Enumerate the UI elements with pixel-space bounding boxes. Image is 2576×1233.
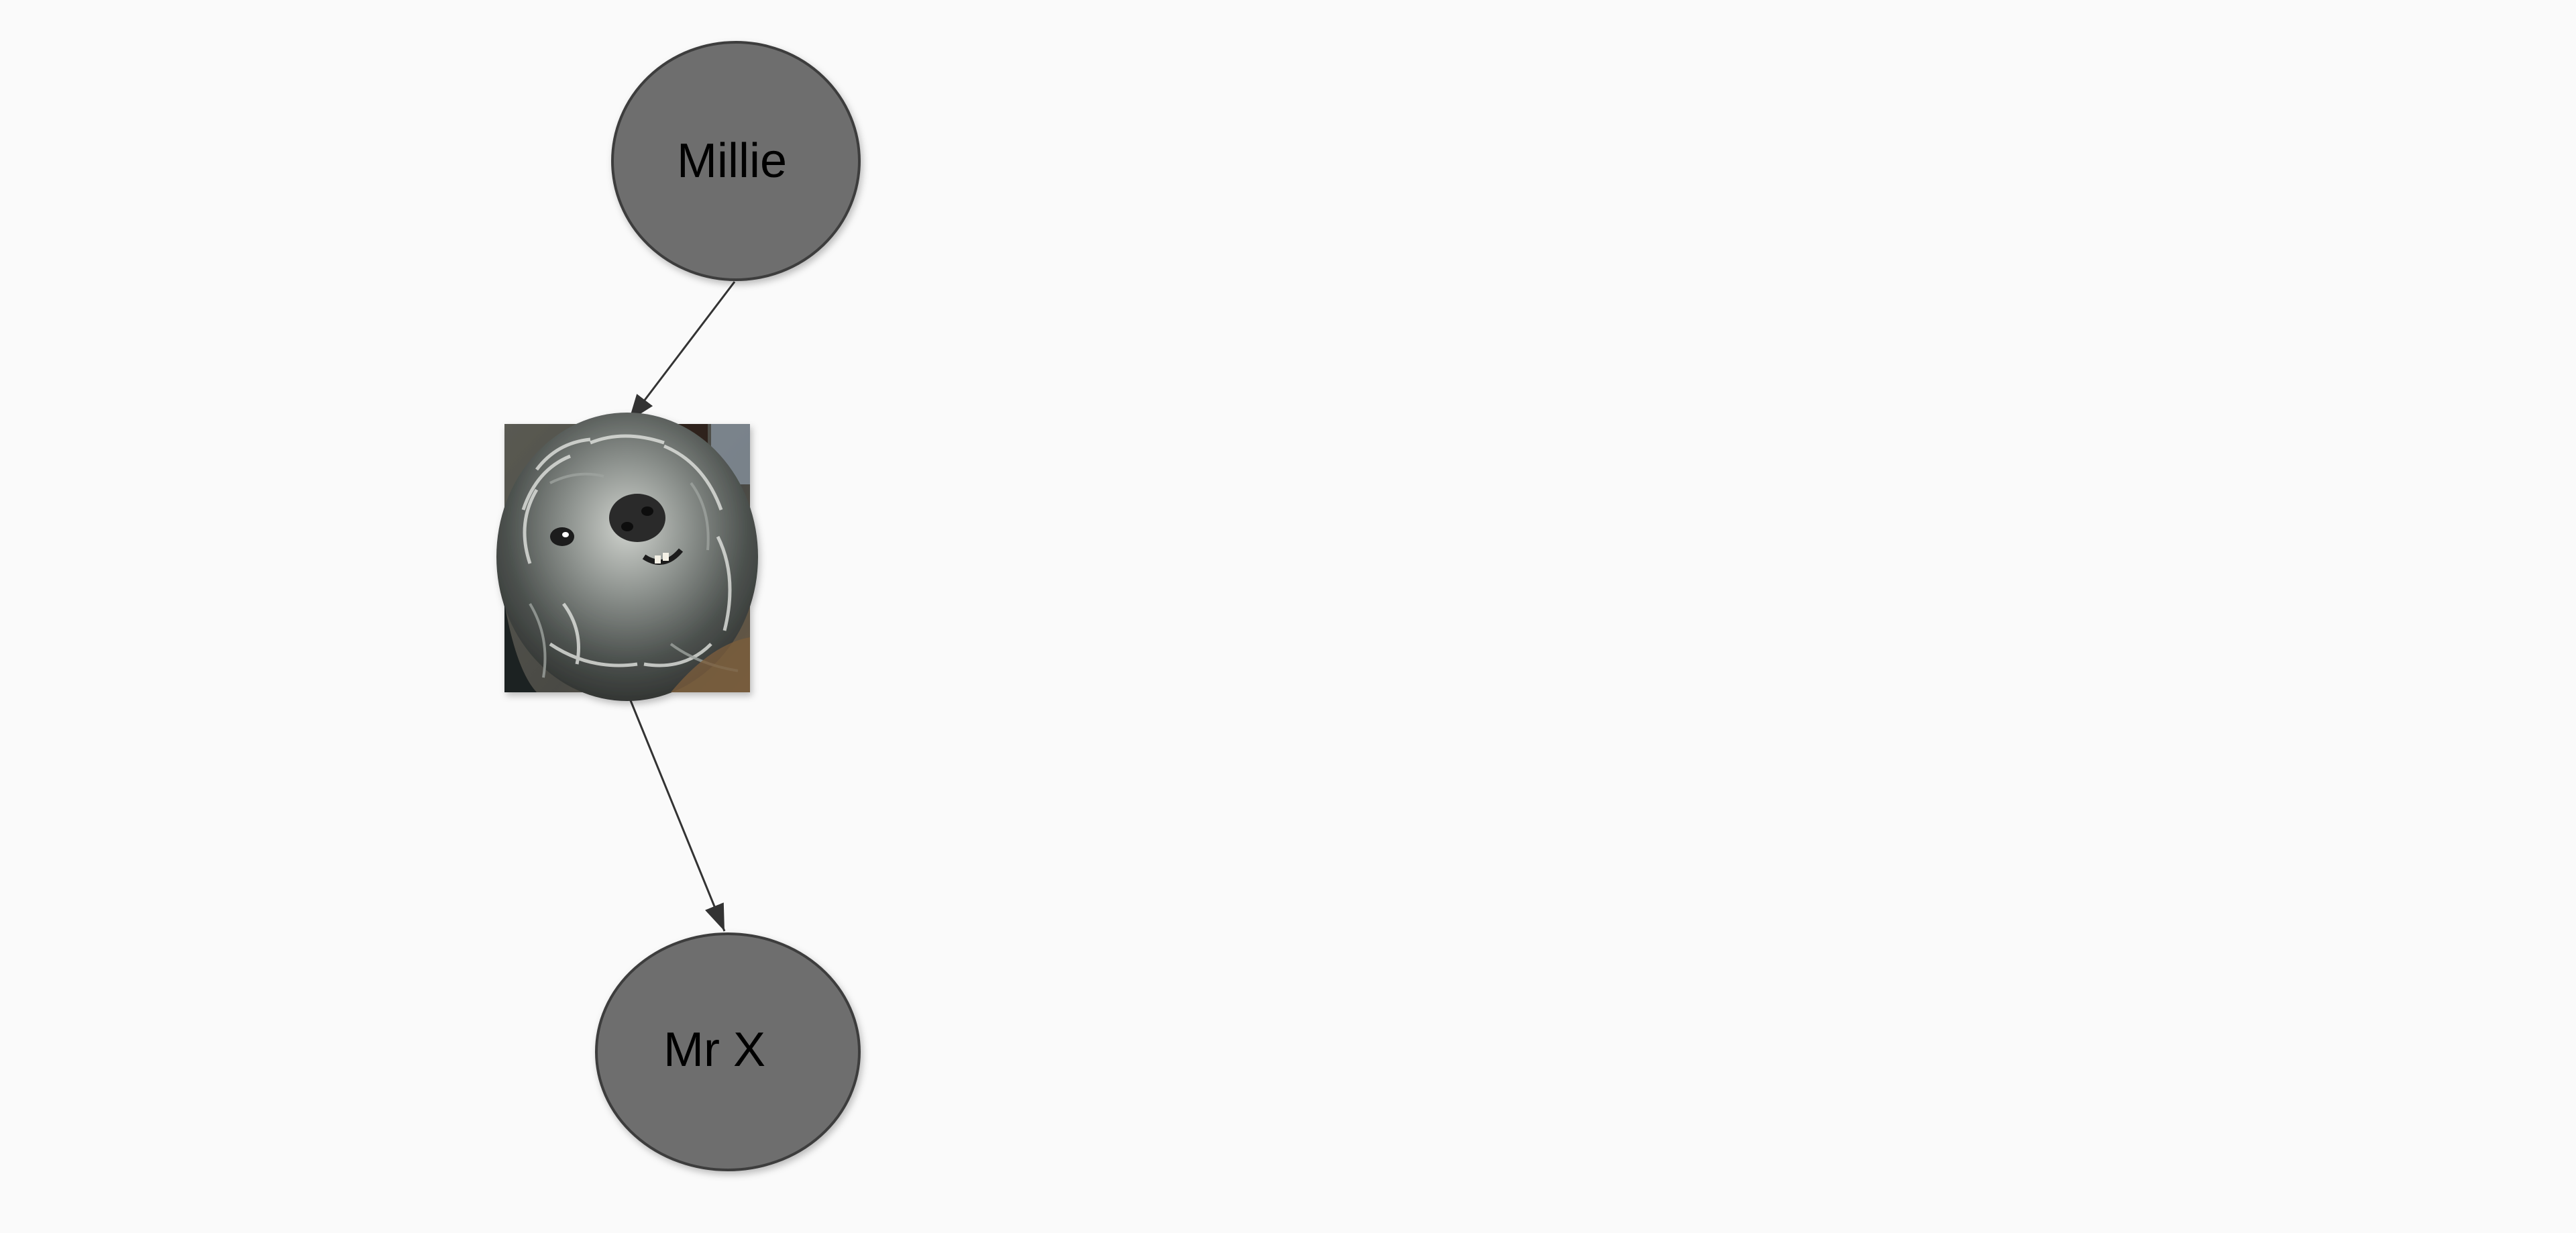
node-dog-photo[interactable]	[496, 413, 758, 701]
node-mr-x-label: Mr X	[663, 1023, 765, 1077]
edge-photo-to-mr-x	[626, 692, 726, 932]
node-mr-x[interactable]: Mr X	[595, 932, 861, 1171]
edge-millie-to-photo	[627, 281, 736, 422]
node-mr-x-shape	[595, 932, 861, 1171]
node-millie[interactable]: Millie	[611, 41, 861, 281]
node-millie-label: Millie	[677, 134, 787, 188]
dog-photo-icon	[496, 413, 758, 701]
node-millie-shape	[611, 41, 861, 281]
